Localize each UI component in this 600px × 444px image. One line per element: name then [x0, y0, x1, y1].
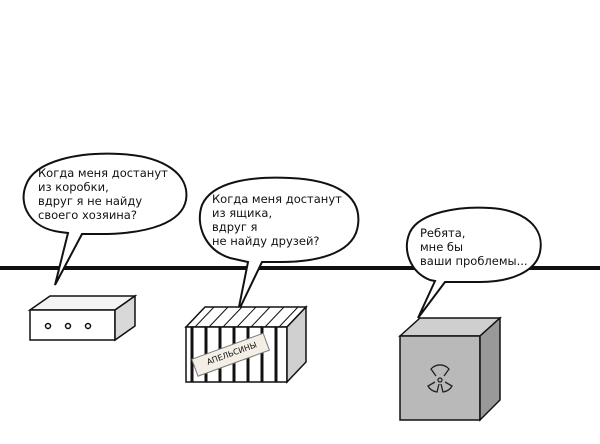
speech-bubble-2 [198, 176, 360, 313]
speech-bubble-2-text: Когда меня достанут из ящика, вдруг я не… [212, 192, 342, 248]
indicator-light [44, 322, 52, 330]
electronic-box [27, 294, 138, 342]
indicator-light [84, 322, 92, 330]
orange-crate [184, 305, 308, 384]
speech-bubble-1 [22, 152, 188, 286]
speech-bubble-3-text: Ребята, мне бы ваши проблемы... [420, 226, 528, 268]
crate-label [191, 332, 271, 377]
radiation-icon [427, 364, 453, 393]
speech-bubble-1-text: Когда меня достанут из коробки, вдруг я … [38, 166, 168, 222]
radioactive-box [398, 316, 502, 422]
speech-bubble-3 [405, 206, 542, 319]
indicator-light [64, 322, 72, 330]
